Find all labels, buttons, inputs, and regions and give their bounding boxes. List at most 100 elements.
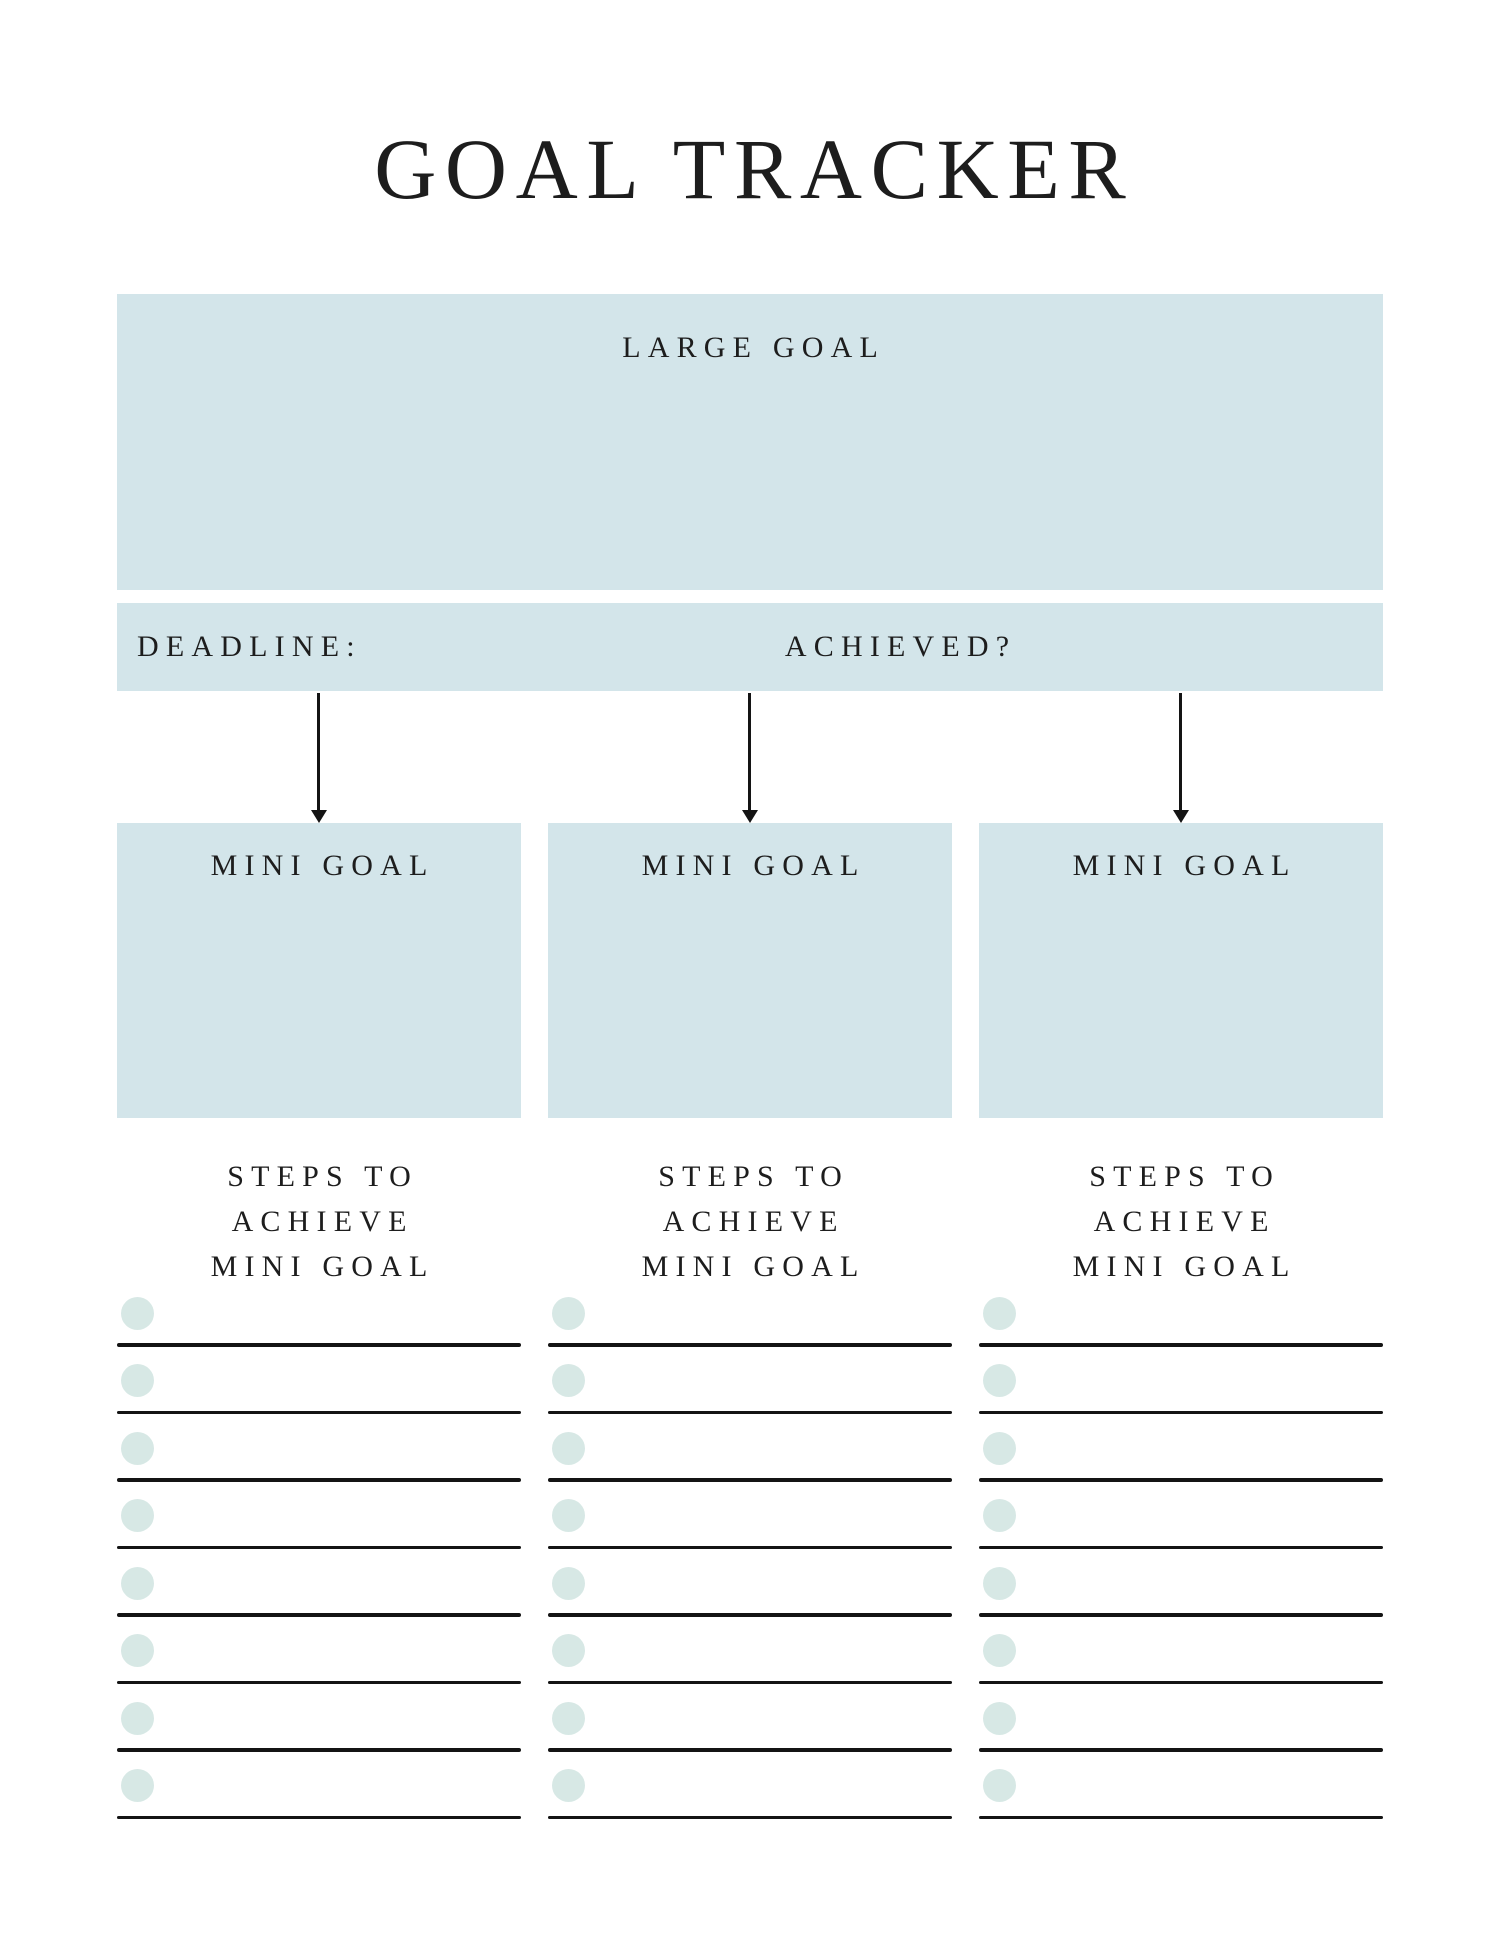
step-row [117, 1627, 521, 1695]
steps-list [117, 1289, 521, 1829]
step-write-line[interactable] [979, 1545, 1383, 1549]
steps-heading-line: STEPS TO [227, 1160, 418, 1193]
steps-heading-line: MINI GOAL [210, 1250, 435, 1283]
down-arrow-connector [310, 693, 327, 823]
step-write-line[interactable] [548, 1748, 952, 1752]
down-arrow-icon [1172, 810, 1189, 823]
step-write-line[interactable] [117, 1815, 521, 1819]
step-write-line[interactable] [117, 1680, 521, 1684]
step-row [117, 1559, 521, 1627]
step-write-line[interactable] [548, 1613, 952, 1617]
large-goal-label: LARGE GOAL [622, 331, 885, 364]
step-write-line[interactable] [117, 1748, 521, 1752]
step-write-line[interactable] [548, 1815, 952, 1819]
step-row [117, 1424, 521, 1492]
step-write-line[interactable] [979, 1815, 1383, 1819]
arrow-line [748, 693, 751, 810]
mini-goal-column-1: MINI GOAL STEPS TO ACHIEVE MINI GOAL [117, 823, 521, 1829]
step-row [548, 1492, 952, 1560]
step-write-line[interactable] [979, 1613, 1383, 1617]
step-write-line[interactable] [979, 1410, 1383, 1414]
step-row [979, 1289, 1383, 1357]
step-row [117, 1694, 521, 1762]
bullet-dot-icon [552, 1566, 585, 1600]
arrow-line [1179, 693, 1182, 810]
steps-heading-line: STEPS TO [658, 1160, 849, 1193]
steps-heading-line: ACHIEVE [1093, 1205, 1276, 1238]
step-write-line[interactable] [979, 1748, 1383, 1752]
step-row [117, 1357, 521, 1425]
step-row [117, 1762, 521, 1830]
large-goal-box[interactable]: LARGE GOAL [117, 294, 1383, 590]
steps-heading-line: ACHIEVE [231, 1205, 414, 1238]
bullet-dot-icon [121, 1499, 154, 1532]
step-row [979, 1424, 1383, 1492]
deadline-label: DEADLINE: [137, 630, 362, 663]
bullet-dot-icon [983, 1566, 1016, 1600]
step-write-line[interactable] [979, 1478, 1383, 1482]
step-row [979, 1762, 1383, 1830]
bullet-dot-icon [121, 1364, 154, 1397]
bullet-dot-icon [983, 1499, 1016, 1532]
step-write-line[interactable] [548, 1478, 952, 1482]
bullet-dot-icon [552, 1634, 585, 1667]
bullet-dot-icon [983, 1701, 1016, 1735]
steps-heading: STEPS TO ACHIEVE MINI GOAL [548, 1154, 952, 1289]
step-write-line[interactable] [117, 1478, 521, 1482]
step-write-line[interactable] [548, 1410, 952, 1414]
step-row [979, 1559, 1383, 1627]
mini-goal-column-3: MINI GOAL STEPS TO ACHIEVE MINI GOAL [979, 823, 1383, 1829]
step-write-line[interactable] [117, 1410, 521, 1414]
step-row [979, 1492, 1383, 1560]
mini-goal-box[interactable]: MINI GOAL [548, 823, 952, 1118]
bullet-dot-icon [121, 1296, 154, 1330]
step-row [548, 1289, 952, 1357]
mini-goal-column-2: MINI GOAL STEPS TO ACHIEVE MINI GOAL [548, 823, 952, 1829]
bullet-dot-icon [552, 1431, 585, 1465]
bullet-dot-icon [121, 1701, 154, 1735]
steps-list [548, 1289, 952, 1829]
bullet-dot-icon [983, 1296, 1016, 1330]
step-row [548, 1627, 952, 1695]
achieved-label: ACHIEVED? [784, 630, 1017, 663]
bullet-dot-icon [121, 1769, 154, 1802]
mini-goal-box[interactable]: MINI GOAL [117, 823, 521, 1118]
step-row [979, 1357, 1383, 1425]
arrow-line [317, 693, 320, 810]
step-write-line[interactable] [117, 1343, 521, 1347]
step-row [979, 1694, 1383, 1762]
bullet-dot-icon [983, 1364, 1016, 1397]
deadline-achieved-bar[interactable]: DEADLINE: ACHIEVED? [117, 603, 1383, 691]
step-write-line[interactable] [979, 1343, 1383, 1347]
step-write-line[interactable] [117, 1545, 521, 1549]
bullet-dot-icon [552, 1364, 585, 1397]
mini-goal-label: MINI GOAL [641, 849, 866, 882]
steps-heading-line: MINI GOAL [1072, 1250, 1297, 1283]
step-row [548, 1694, 952, 1762]
page-title: GOAL TRACKER [374, 121, 1135, 217]
step-write-line[interactable] [548, 1680, 952, 1684]
bullet-dot-icon [983, 1634, 1016, 1667]
bullet-dot-icon [552, 1499, 585, 1532]
steps-heading: STEPS TO ACHIEVE MINI GOAL [979, 1154, 1383, 1289]
step-write-line[interactable] [548, 1343, 952, 1347]
step-row [548, 1357, 952, 1425]
mini-goal-label: MINI GOAL [210, 849, 435, 882]
step-row [548, 1559, 952, 1627]
bullet-dot-icon [983, 1769, 1016, 1802]
bullet-dot-icon [121, 1431, 154, 1465]
down-arrow-connector [1172, 693, 1189, 823]
step-row [548, 1762, 952, 1830]
step-row [117, 1289, 521, 1357]
mini-goal-box[interactable]: MINI GOAL [979, 823, 1383, 1118]
bullet-dot-icon [552, 1769, 585, 1802]
step-row [979, 1627, 1383, 1695]
steps-heading: STEPS TO ACHIEVE MINI GOAL [117, 1154, 521, 1289]
step-write-line[interactable] [548, 1545, 952, 1549]
steps-heading-line: ACHIEVE [662, 1205, 845, 1238]
step-write-line[interactable] [117, 1613, 521, 1617]
step-write-line[interactable] [979, 1680, 1383, 1684]
step-row [548, 1424, 952, 1492]
down-arrow-icon [741, 810, 758, 823]
